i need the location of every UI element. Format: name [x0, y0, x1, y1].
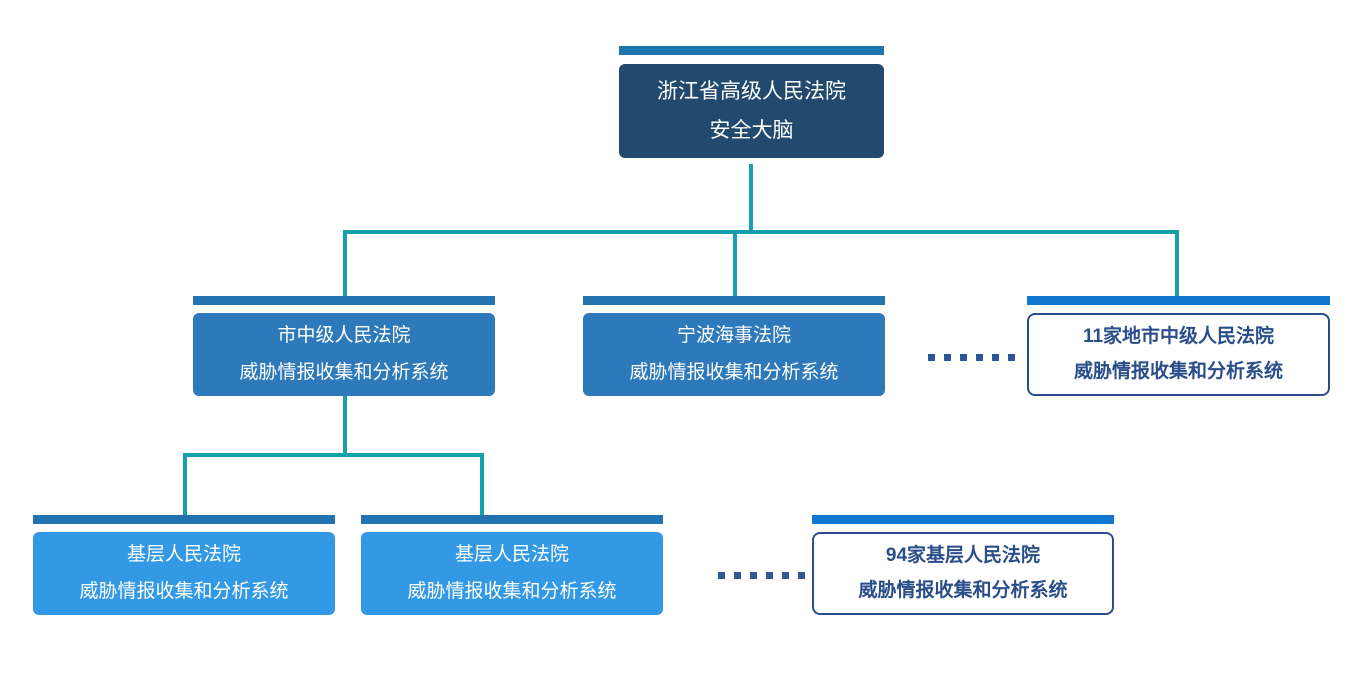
node-title-line1: 基层人民法院: [454, 543, 569, 565]
ellipsis-dot: [734, 572, 741, 579]
node-11-prefecture-intermediate-courts[interactable]: 11家地市中级人民法院 威胁情报收集和分析系统: [1027, 296, 1330, 396]
node-accent-bar: [812, 515, 1114, 524]
connector-level3-left-drop: [183, 453, 187, 515]
node-accent-bar: [619, 46, 884, 55]
connector-level2-bus: [343, 230, 1179, 234]
node-accent-bar: [361, 515, 663, 524]
node-body: 94家基层人民法院 威胁情报收集和分析系统: [812, 532, 1114, 615]
node-provincial-high-court[interactable]: 浙江省高级人民法院 安全大脑: [619, 46, 884, 158]
node-subtitle-line2: 威胁情报收集和分析系统: [239, 361, 449, 383]
node-title-line1: 宁波海事法院: [676, 324, 791, 346]
node-title-line1: 浙江省高级人民法院: [657, 79, 846, 103]
ellipsis-dot: [976, 354, 983, 361]
node-basic-peoples-court-middle[interactable]: 基层人民法院 威胁情报收集和分析系统: [361, 515, 663, 615]
ellipsis-dot: [1008, 354, 1015, 361]
node-subtitle-line2: 威胁情报收集和分析系统: [858, 579, 1068, 601]
ellipsis-dot: [944, 354, 951, 361]
node-subtitle-line2: 威胁情报收集和分析系统: [629, 361, 839, 383]
node-body: 宁波海事法院 威胁情报收集和分析系统: [583, 313, 885, 396]
node-title-line2: 安全大脑: [709, 119, 794, 142]
node-subtitle-line2: 威胁情报收集和分析系统: [1073, 360, 1283, 382]
node-accent-bar: [33, 515, 335, 524]
connector-level2-left-drop: [343, 230, 347, 296]
ellipsis-dot: [766, 572, 773, 579]
node-accent-bar: [1027, 296, 1330, 305]
node-title-line1: 94家基层人民法院: [885, 544, 1041, 566]
node-body: 基层人民法院 威胁情报收集和分析系统: [361, 532, 663, 615]
ellipsis-level2: [928, 354, 1015, 361]
connector-level3-bus: [183, 453, 484, 457]
connector-level2left-down: [343, 396, 347, 455]
ellipsis-dot: [928, 354, 935, 361]
node-94-basic-peoples-courts[interactable]: 94家基层人民法院 威胁情报收集和分析系统: [812, 515, 1114, 615]
node-municipal-intermediate-court[interactable]: 市中级人民法院 威胁情报收集和分析系统: [193, 296, 495, 396]
connector-root-down: [749, 164, 753, 232]
ellipsis-dot: [718, 572, 725, 579]
node-title-line1: 基层人民法院: [126, 543, 241, 565]
ellipsis-dot: [960, 354, 967, 361]
connector-level2-right-drop: [1175, 230, 1179, 296]
ellipsis-dot: [992, 354, 999, 361]
connector-level3-middle-drop: [480, 453, 484, 515]
node-body: 浙江省高级人民法院 安全大脑: [619, 64, 884, 158]
ellipsis-dot: [782, 572, 789, 579]
connector-level2-middle-drop: [733, 230, 737, 296]
node-ningbo-maritime-court[interactable]: 宁波海事法院 威胁情报收集和分析系统: [583, 296, 885, 396]
node-accent-bar: [583, 296, 885, 305]
node-title-line1: 市中级人民法院: [277, 324, 411, 346]
node-basic-peoples-court-left[interactable]: 基层人民法院 威胁情报收集和分析系统: [33, 515, 335, 615]
ellipsis-dot: [798, 572, 805, 579]
ellipsis-level3: [718, 572, 805, 579]
node-accent-bar: [193, 296, 495, 305]
ellipsis-dot: [750, 572, 757, 579]
node-subtitle-line2: 威胁情报收集和分析系统: [407, 580, 617, 602]
node-body: 11家地市中级人民法院 威胁情报收集和分析系统: [1027, 313, 1330, 396]
node-subtitle-line2: 威胁情报收集和分析系统: [79, 580, 289, 602]
node-body: 市中级人民法院 威胁情报收集和分析系统: [193, 313, 495, 396]
node-body: 基层人民法院 威胁情报收集和分析系统: [33, 532, 335, 615]
node-title-line1: 11家地市中级人民法院: [1082, 325, 1275, 347]
